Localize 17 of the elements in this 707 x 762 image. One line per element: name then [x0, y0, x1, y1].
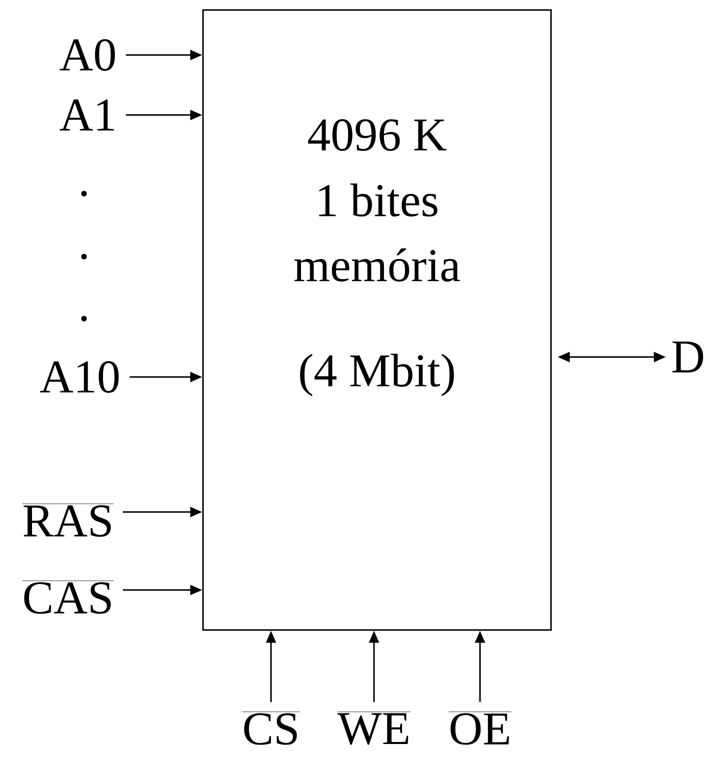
memory-block — [202, 9, 552, 631]
signal-label: CAS — [22, 580, 114, 614]
signal-label: RAS — [22, 504, 114, 537]
signal-label: A1 — [60, 100, 114, 131]
dot-label: · — [81, 254, 87, 260]
dot-label: · — [81, 316, 87, 322]
dot-label: · — [81, 190, 87, 196]
signal-label: CS — [242, 712, 300, 745]
signal-label: D — [672, 342, 704, 372]
block-text: memória — [294, 248, 460, 282]
signal-label: A0 — [60, 39, 115, 71]
block-text: 1 bites — [319, 183, 438, 217]
block-text: 4096 K — [308, 119, 446, 151]
block-text: (4 Mbit) — [300, 354, 454, 396]
signal-label: A10 — [40, 361, 119, 393]
signal-label: OE — [448, 712, 512, 745]
signal-label: WE — [337, 712, 411, 745]
